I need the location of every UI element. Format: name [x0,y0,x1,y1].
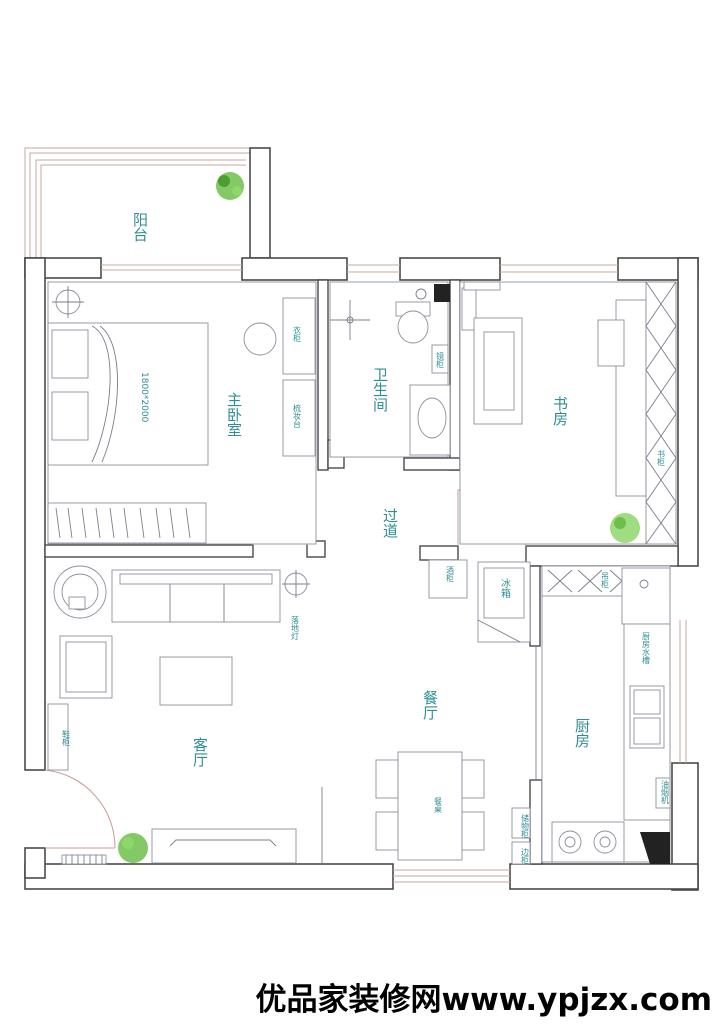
shoe-cabinet-label: 鞋柜 [62,729,71,747]
bathroom [329,281,451,458]
balcony-railing [24,147,250,258]
dining-area [375,559,531,865]
dining-table-label: 餐桌 [434,797,443,814]
room-label-master-bedroom: 主卧室 [225,392,243,437]
plant-icon [118,833,148,863]
sink-area-label: 厨房水槽 [642,632,651,665]
bookcase-label: 书柜 [657,449,666,467]
storage-cabinet-label: 储物柜 [521,813,530,839]
range-hood-label: 油烟机 [661,779,670,805]
plant-icon [610,513,640,543]
outer-walls [24,147,699,891]
kitchen-cabinet-label: 吊柜 [601,572,610,589]
bed-size-label: 1800*2000 [139,372,149,423]
interior-walls [44,279,679,865]
room-label-study: 书房 [551,396,569,426]
floor-lamp-label: 落地灯 [291,615,300,641]
room-label-living-room: 客厅 [191,737,209,767]
furniture-labels: 1800*2000 衣柜 梳妆台 镜柜 书柜 落地灯 酒柜 冰箱 鞋柜 餐桌 储… [62,325,670,865]
room-labels: 阳台 主卧室 卫生间 书房 过道 客厅 餐厅 厨房 [131,212,591,767]
study [459,281,677,545]
bookcase [645,281,677,545]
watermark-text: 优品家装修网www.ypjzx.com [255,982,712,1018]
dresser-label: 梳妆台 [293,403,302,429]
windows [101,264,687,883]
fridge-label: 冰箱 [499,577,511,599]
dining-table [397,751,463,861]
master-bedroom [47,281,317,545]
kitchen [541,565,671,864]
wine-cabinet-label: 酒柜 [446,566,455,583]
tv-cabinet [151,828,297,864]
wardrobe-label: 衣柜 [293,325,302,343]
plant-icon [216,172,244,200]
balcony [216,172,244,200]
room-label-dining-room: 餐厅 [421,690,439,720]
room-label-kitchen: 厨房 [573,718,591,748]
bath-cabinet-label: 镜柜 [436,351,445,369]
room-label-balcony: 阳台 [131,212,149,242]
coffee-table [159,656,233,706]
living-room [47,565,310,865]
room-label-bathroom: 卫生间 [371,367,389,413]
side-cabinet-label: 边柜 [521,847,530,865]
room-label-corridor: 过道 [381,508,399,538]
